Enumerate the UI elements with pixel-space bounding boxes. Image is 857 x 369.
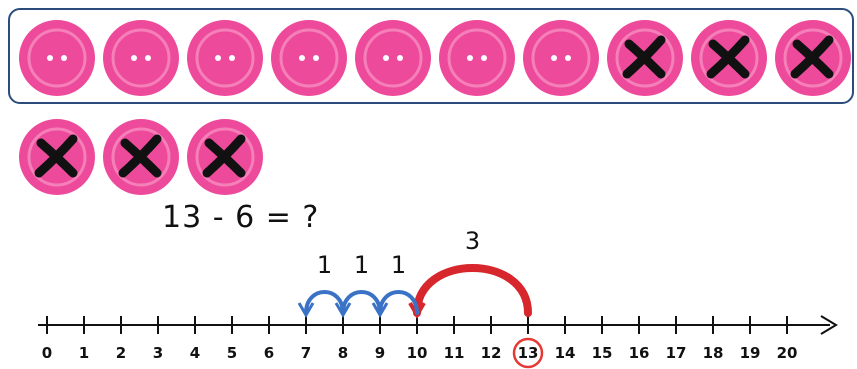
button	[19, 20, 95, 96]
jump-arc	[413, 264, 532, 317]
tick-label: 17	[666, 344, 687, 362]
tick-label: 6	[264, 344, 274, 362]
arrowhead-icon	[297, 302, 315, 318]
crossed-button	[691, 20, 767, 96]
jump-label: 1	[317, 251, 332, 279]
tick-label: 4	[190, 344, 200, 362]
jump-label: 1	[354, 251, 369, 279]
tick-label: 8	[338, 344, 348, 362]
jump-label: 1	[391, 251, 406, 279]
tick-label: 9	[375, 344, 385, 362]
tick-label: 14	[555, 344, 576, 362]
crossed-button	[607, 20, 683, 96]
jump-arc	[304, 290, 345, 315]
crossed-button	[19, 119, 95, 195]
jump-arc	[341, 290, 382, 315]
tick-label: 16	[629, 344, 650, 362]
tick-label: 2	[116, 344, 126, 362]
tick-label: 0	[42, 344, 52, 362]
highlight-circle	[512, 337, 544, 369]
button	[271, 20, 347, 96]
tick-label: 15	[592, 344, 613, 362]
tick-label: 1	[79, 344, 89, 362]
equation-text: 13 - 6 = ?	[162, 200, 320, 235]
button	[187, 20, 263, 96]
button	[355, 20, 431, 96]
tick-label: 20	[777, 344, 798, 362]
tick-label: 11	[444, 344, 465, 362]
tick-label: 18	[703, 344, 724, 362]
tick-label: 3	[153, 344, 163, 362]
tick-label: 7	[301, 344, 311, 362]
tick-label: 12	[481, 344, 502, 362]
button	[523, 20, 599, 96]
button	[439, 20, 515, 96]
tick-label: 19	[740, 344, 761, 362]
crossed-button	[187, 119, 263, 195]
crossed-button	[103, 119, 179, 195]
tick-label: 10	[407, 344, 428, 362]
jump-label: 3	[465, 227, 480, 255]
axis-arrow-icon	[820, 315, 838, 335]
tick-label: 5	[227, 344, 237, 362]
crossed-button	[775, 20, 851, 96]
ten-frame-box	[8, 8, 854, 104]
button	[103, 20, 179, 96]
tick-label: 13	[518, 344, 539, 362]
